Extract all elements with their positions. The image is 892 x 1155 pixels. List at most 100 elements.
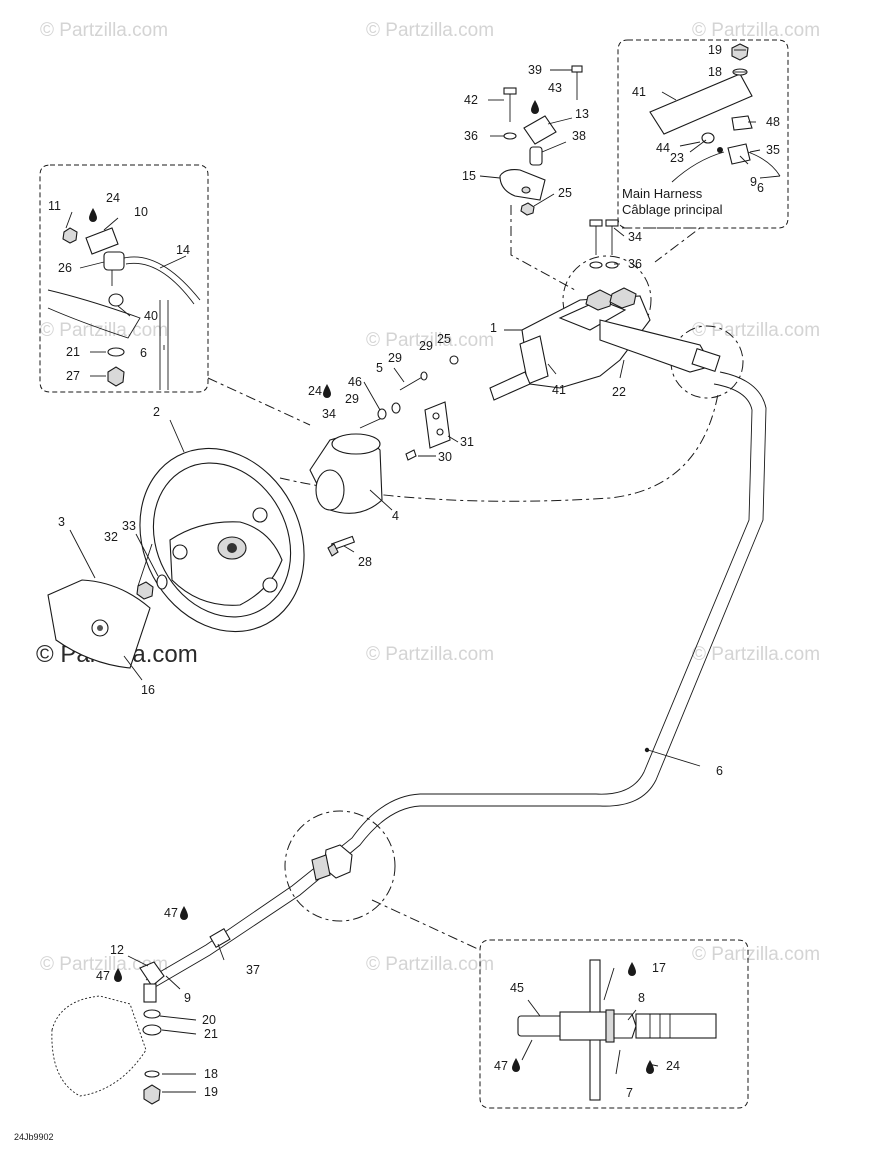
watermark-text: © Partzilla.com xyxy=(366,954,494,975)
callout-14: 14 xyxy=(176,243,190,257)
callout-labels: 1 2 3 4 5 6 6 6 7 8 9 9 10 11 12 13 14 1… xyxy=(48,43,780,1100)
callout-25: 25 xyxy=(558,186,572,200)
callout-19: 19 xyxy=(708,43,722,57)
callout-19: 19 xyxy=(204,1085,218,1099)
steering-hub xyxy=(309,433,383,514)
steering-cover xyxy=(47,579,151,669)
watermark-text: © Partzilla.com xyxy=(40,954,168,975)
bolt-28 xyxy=(327,535,356,557)
callout-27: 27 xyxy=(66,369,80,383)
callout-48: 48 xyxy=(766,115,780,129)
callout-32: 32 xyxy=(104,530,118,544)
bottom-right-detail-parts xyxy=(517,959,717,1101)
watermark-layer: © Partzilla.com © Partzilla.com © Partzi… xyxy=(36,20,820,975)
callout-10: 10 xyxy=(134,205,148,219)
callout-47: 47 xyxy=(494,1059,508,1073)
top-right-detail-parts xyxy=(649,43,781,183)
callout-42: 42 xyxy=(464,93,478,107)
callout-13: 13 xyxy=(575,107,589,121)
callout-21: 21 xyxy=(204,1027,218,1041)
callout-11: 11 xyxy=(48,199,61,213)
callout-29: 29 xyxy=(388,351,402,365)
note-main-harness: Main Harness xyxy=(622,186,703,201)
callout-37: 37 xyxy=(246,963,260,977)
callout-28: 28 xyxy=(358,555,372,569)
watermark-text: © Partzilla.com xyxy=(692,320,820,341)
callout-18: 18 xyxy=(204,1067,218,1081)
watermark-text: © Partzilla.com xyxy=(692,20,820,41)
bottom-left-parts xyxy=(51,961,165,1105)
callout-40: 40 xyxy=(144,309,158,323)
callout-18: 18 xyxy=(708,65,722,79)
callout-15: 15 xyxy=(462,169,476,183)
watermark-text: © Partzilla.com xyxy=(40,20,168,41)
callout-7: 7 xyxy=(626,1086,633,1100)
callout-6: 6 xyxy=(757,181,764,195)
detail-box-top-right xyxy=(617,39,789,229)
callout-43: 43 xyxy=(548,81,562,95)
callout-34: 34 xyxy=(628,230,642,244)
steering-column-assembly xyxy=(489,287,721,401)
bolts-34-washers-36 xyxy=(589,219,619,269)
watermark-text: © Partzilla.com xyxy=(692,644,820,665)
top-left-detail-parts xyxy=(47,208,201,390)
callout-26: 26 xyxy=(58,261,72,275)
callout-47: 47 xyxy=(164,906,178,920)
callout-36: 36 xyxy=(464,129,478,143)
callout-29: 29 xyxy=(345,392,359,406)
callout-30: 30 xyxy=(438,450,452,464)
bolts-29-34-46 xyxy=(359,355,459,429)
steering-wheel xyxy=(139,447,305,633)
watermark-text: © Partzilla.com xyxy=(366,644,494,665)
callout-1: 1 xyxy=(490,321,497,335)
callout-34: 34 xyxy=(322,407,336,421)
lubricant-drop-icons xyxy=(114,384,654,1074)
watermark-text: © Partzilla.com xyxy=(366,20,494,41)
callout-leaders xyxy=(65,49,781,1093)
callout-45: 45 xyxy=(510,981,524,995)
detail-box-top-left xyxy=(39,164,209,393)
callout-17: 17 xyxy=(652,961,666,975)
callout-41: 41 xyxy=(552,383,566,397)
top-mount-parts xyxy=(499,65,583,216)
callout-41: 41 xyxy=(632,85,646,99)
diagram-code: 24Jb9902 xyxy=(14,1132,54,1142)
callout-33: 33 xyxy=(122,519,136,533)
watermark-text: © Partzilla.com xyxy=(40,320,168,341)
callout-21: 21 xyxy=(66,345,80,359)
callout-20: 20 xyxy=(202,1013,216,1027)
bracket-31 xyxy=(405,401,451,461)
callout-36: 36 xyxy=(628,257,642,271)
cable-nut-37 xyxy=(209,844,353,948)
steering-cable xyxy=(145,371,767,991)
watermark-text: © Partzilla.com xyxy=(366,330,494,351)
callout-3: 3 xyxy=(58,515,65,529)
callout-24: 24 xyxy=(308,384,322,398)
callout-16: 16 xyxy=(141,683,155,697)
callout-9: 9 xyxy=(750,175,757,189)
callout-39: 39 xyxy=(528,63,542,77)
note-cablage-principal: Câblage principal xyxy=(622,202,723,217)
callout-31: 31 xyxy=(460,435,474,449)
callout-23: 23 xyxy=(670,151,684,165)
callout-2: 2 xyxy=(153,405,160,419)
callout-25: 25 xyxy=(437,332,451,346)
callout-35: 35 xyxy=(766,143,780,157)
callout-8: 8 xyxy=(638,991,645,1005)
callout-4: 4 xyxy=(392,509,399,523)
callout-46: 46 xyxy=(348,375,362,389)
callout-44: 44 xyxy=(656,141,670,155)
callout-47: 47 xyxy=(96,969,110,983)
nut-washer-32-33 xyxy=(136,574,168,600)
watermark-text: © Partzilla.com xyxy=(692,944,820,965)
callout-12: 12 xyxy=(110,943,124,957)
callout-5: 5 xyxy=(376,361,383,375)
callout-9: 9 xyxy=(184,991,191,1005)
callout-38: 38 xyxy=(572,129,586,143)
callout-24: 24 xyxy=(666,1059,680,1073)
callout-22: 22 xyxy=(612,385,626,399)
callout-6: 6 xyxy=(140,346,147,360)
callout-6: 6 xyxy=(716,764,723,778)
callout-24: 24 xyxy=(106,191,120,205)
